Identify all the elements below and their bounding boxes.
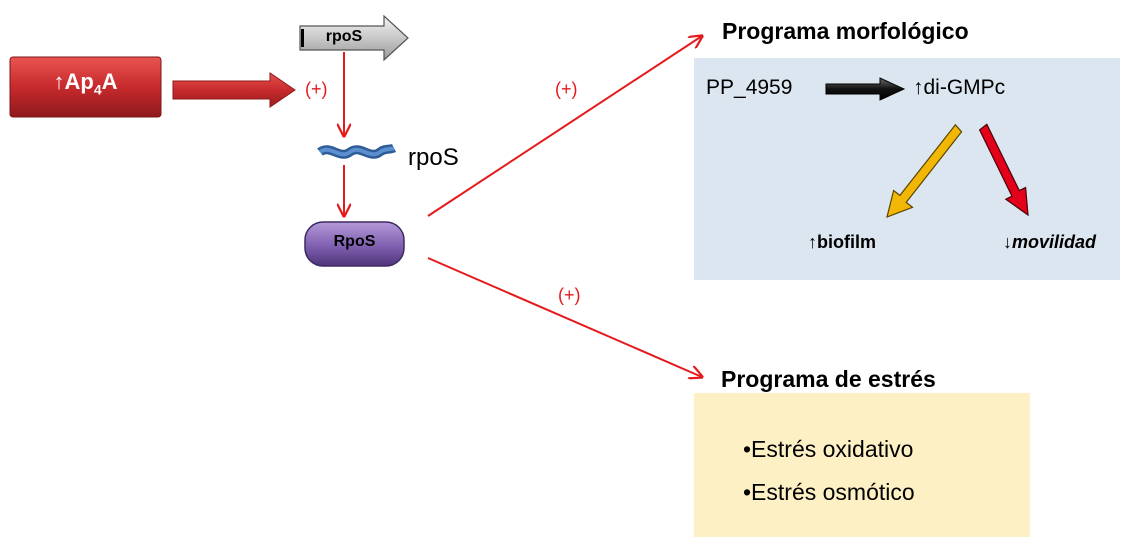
- rpos-gene-arrow: [299, 14, 409, 62]
- stress-item-oxidative: •Estrés oxidativo: [743, 436, 914, 462]
- stress-program-title: Programa de estrés: [721, 366, 936, 392]
- biofilm-label: ↑biofilm: [808, 232, 876, 253]
- to-morphological-arrow: [427, 36, 702, 217]
- ap4a-to-gene-arrow: [172, 72, 296, 108]
- morphological-program-title: Programa morfológico: [722, 18, 969, 44]
- pp4959-label: PP_4959: [706, 76, 793, 99]
- ap4a-subscript: 4: [93, 81, 102, 98]
- rpos-gene-label: rpoS: [325, 28, 363, 45]
- digmpc-label: ↑di-GMPc: [913, 76, 1006, 99]
- morphological-program-panel: [694, 58, 1120, 280]
- rpos-mrna-icon: [317, 143, 397, 159]
- movilidad-label: ↓movilidad: [1003, 232, 1096, 253]
- ap4a-label: ↑Ap4A: [10, 69, 161, 97]
- plus-label-upper: (+): [555, 79, 578, 99]
- plus-label-gene: (+): [305, 79, 328, 99]
- ap4a-base-text: Ap: [64, 69, 94, 94]
- rpos-protein-label: RpoS: [333, 233, 376, 250]
- up-arrow-symbol: ↑: [53, 69, 65, 94]
- biofilm-text: biofilm: [817, 232, 876, 252]
- ap4a-box: [9, 56, 162, 118]
- to-stress-arrow: [427, 257, 702, 377]
- movilidad-text: movilidad: [1012, 232, 1097, 252]
- rpos-protein-pill: [304, 221, 405, 267]
- biofilm-up-arrow: ↑: [808, 232, 817, 252]
- stress-item-osmotic: •Estrés osmótico: [743, 479, 915, 505]
- gene-start-bar: [301, 29, 304, 47]
- pp4959-to-digmpc-arrow: [825, 77, 906, 101]
- rpos-mrna-label: rpoS: [408, 144, 459, 171]
- digmpc-to-biofilm-arrow: [886, 123, 963, 218]
- movilidad-down-arrow: ↓: [1003, 232, 1012, 252]
- ap4a-tail-text: A: [101, 69, 118, 94]
- stress-program-panel: [694, 393, 1030, 537]
- digmpc-to-movilidad-arrow: [978, 123, 1029, 217]
- plus-label-lower: (+): [558, 285, 581, 305]
